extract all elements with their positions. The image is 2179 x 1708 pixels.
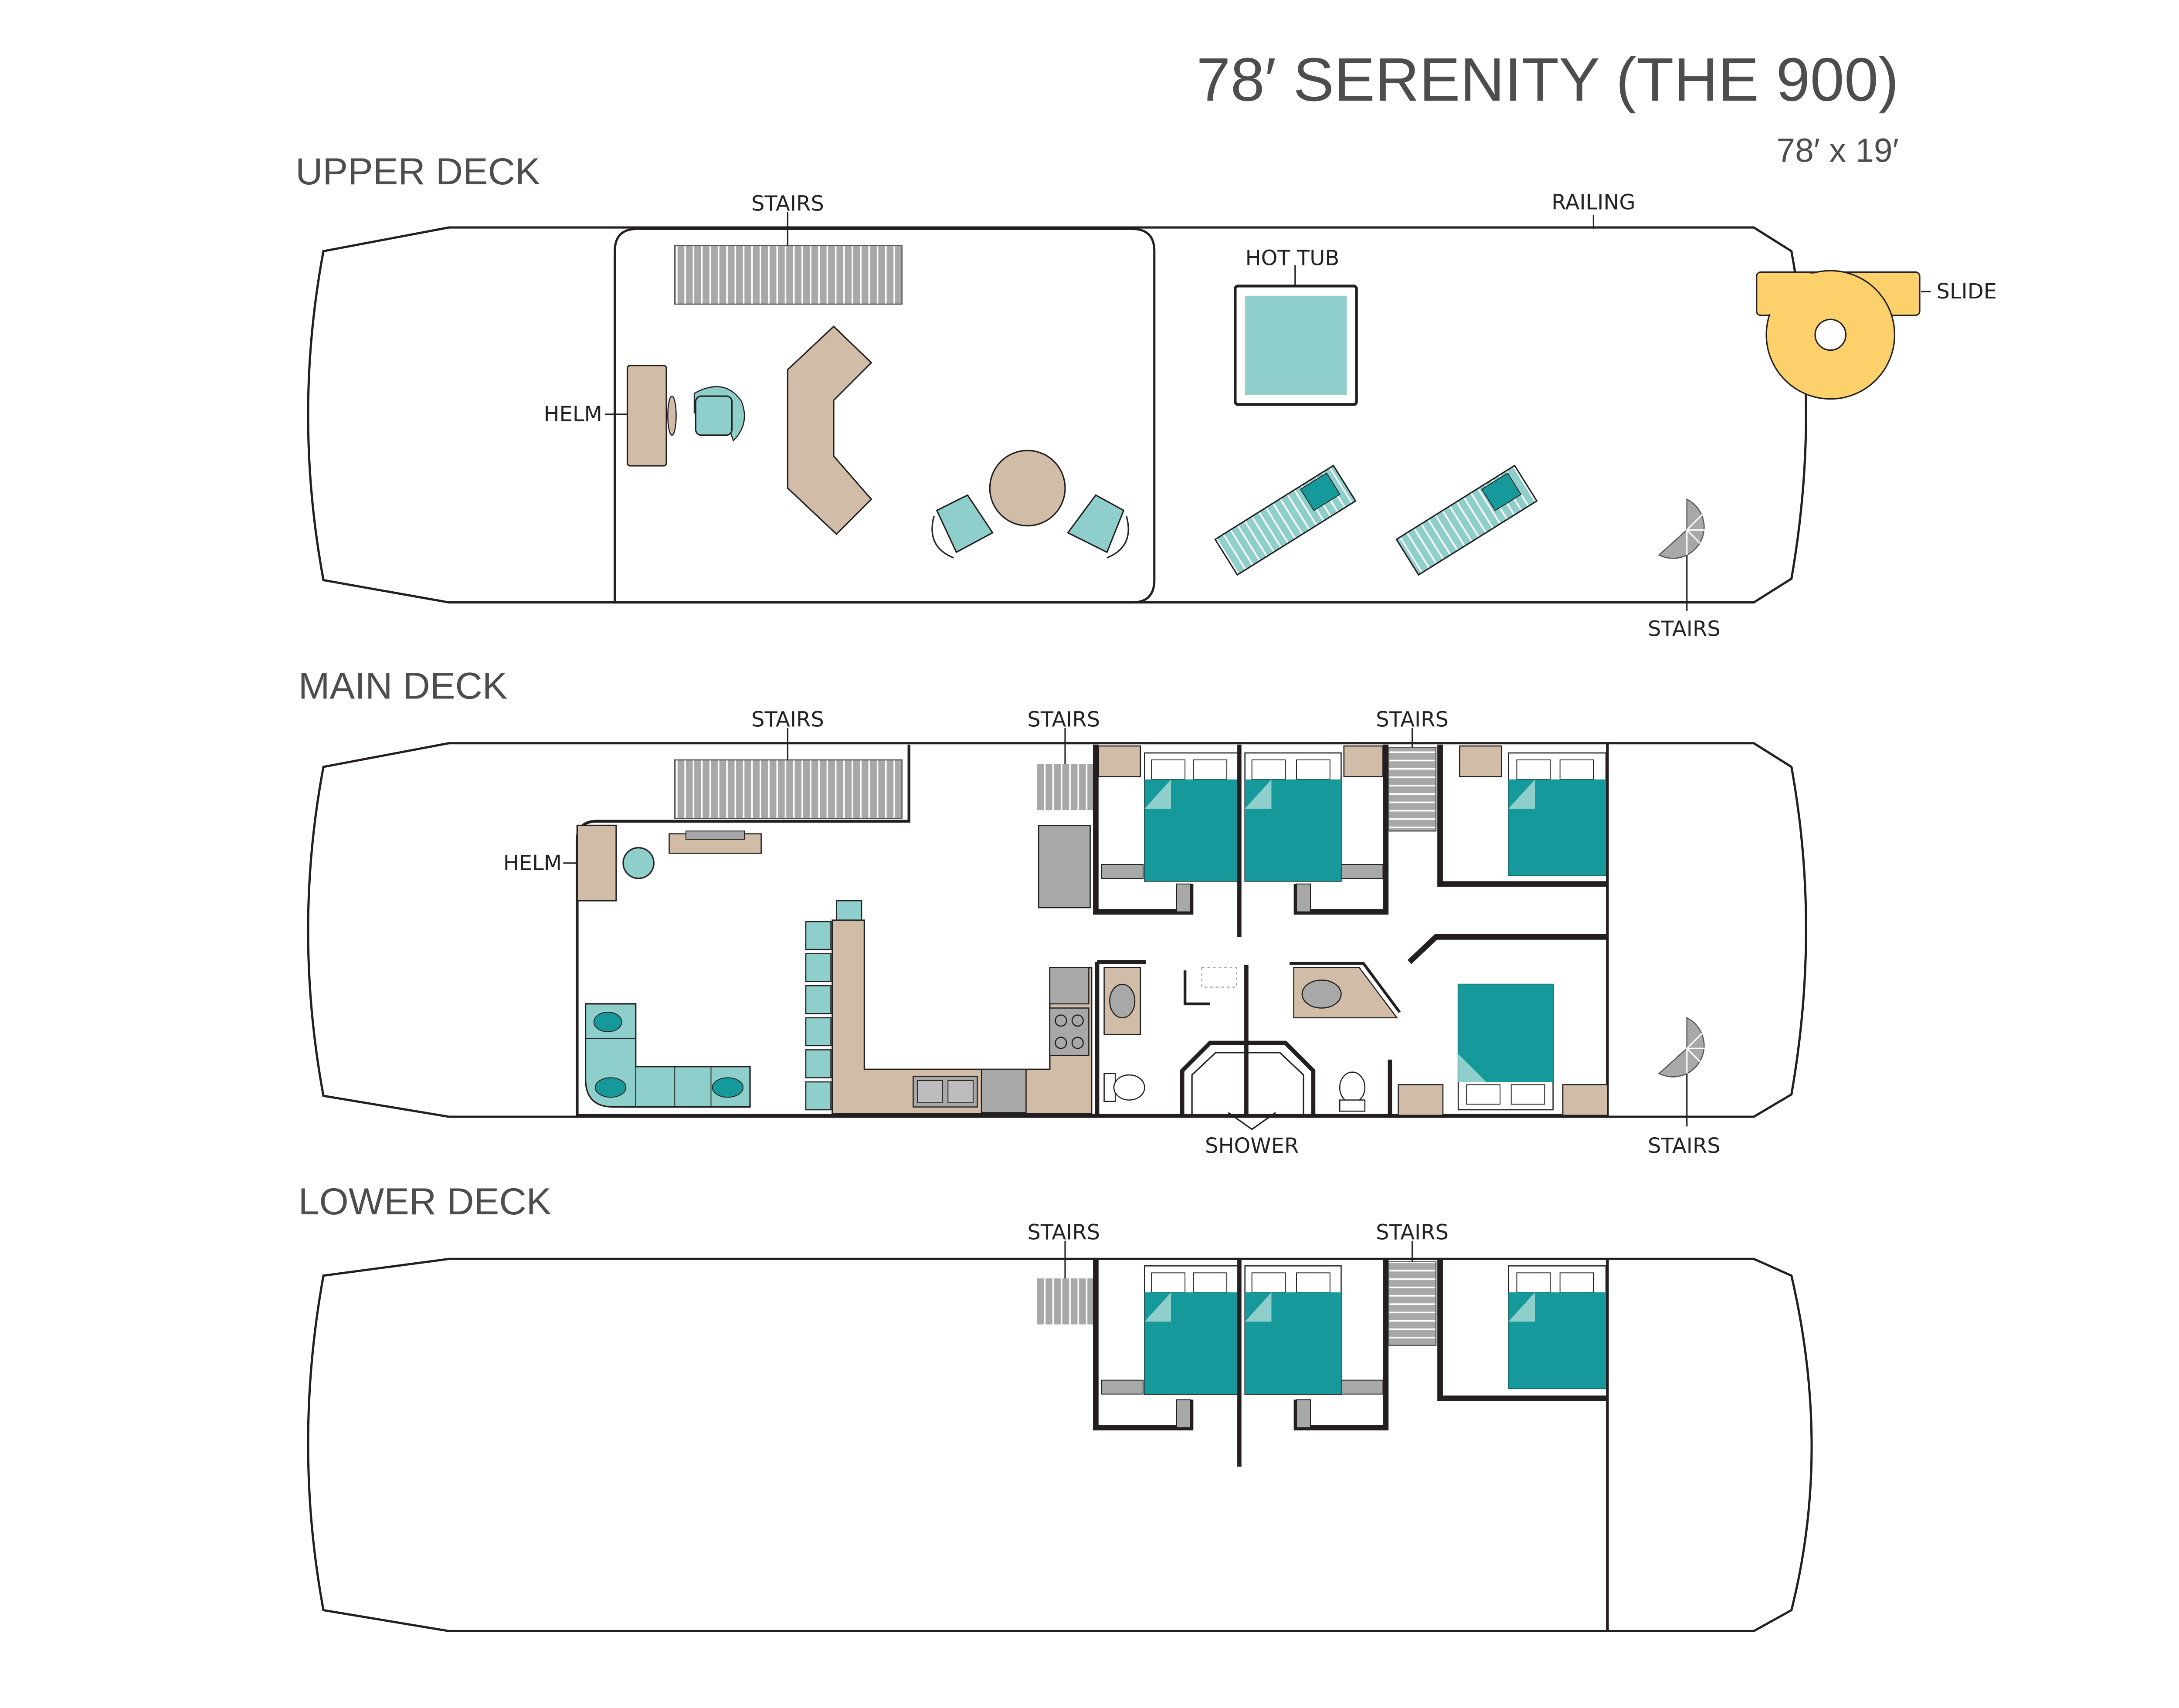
chair-icon (1066, 494, 1129, 559)
stairs-icon (675, 760, 902, 819)
lower-deck-hull (307, 1257, 1813, 1632)
main-deck-title: MAIN DECK (299, 665, 508, 707)
bedroom-1 (1093, 744, 1240, 915)
bar-counter (787, 325, 872, 535)
hot-tub-label: HOT TUB (1246, 246, 1340, 270)
stairs-icon (1037, 1278, 1093, 1325)
shower-label: SHOWER (1205, 1134, 1299, 1158)
spiral-stairs-icon (1658, 498, 1715, 559)
chair-icon (693, 386, 745, 442)
sink-icon (1109, 983, 1136, 1019)
sink-icon (913, 1075, 978, 1108)
bathroom-1 (1095, 960, 1146, 1117)
page-title: 78′ SERENITY (THE 900) (1196, 45, 1899, 114)
helm-label: HELM (543, 402, 602, 427)
stove-icon (1049, 1007, 1090, 1056)
spiral-stairs-icon (1658, 1017, 1715, 1078)
main-deck: MAIN DECK STAIRS HELM (299, 665, 1807, 1158)
stairs-icon (1388, 747, 1436, 831)
stairs-icon (1388, 1261, 1436, 1345)
slide-label: SLIDE (1936, 279, 1997, 304)
bedroom-6 (1244, 1259, 1389, 1430)
lower-deck-title: LOWER DECK (299, 1181, 552, 1223)
stairs-label: STAIRS (751, 192, 824, 216)
sectional-sofa (584, 1003, 751, 1108)
upper-deck-hull (307, 226, 1807, 604)
helm-label: HELM (503, 851, 562, 875)
stairs-label: STAIRS (1648, 617, 1721, 641)
bedroom-5 (1093, 1259, 1240, 1430)
stairs-icon (1037, 764, 1093, 810)
stairs-label: STAIRS (751, 707, 824, 732)
stairs-label: STAIRS (1376, 1220, 1449, 1245)
bedroom-4 (1398, 934, 1608, 1116)
upper-deck: UPPER DECK STAIRS RAILING HELM (295, 151, 1997, 641)
toilet-icon (1103, 1073, 1145, 1102)
toilet-icon (1339, 1071, 1366, 1112)
main-deck-hull (307, 742, 1807, 1118)
slide (1756, 270, 1921, 400)
bedroom-7 (1437, 1259, 1608, 1401)
bedroom-3 (1437, 744, 1608, 887)
round-table (989, 450, 1066, 527)
upper-deck-title: UPPER DECK (295, 151, 540, 193)
lounge-chair (1214, 464, 1357, 576)
lounge-chair (1395, 464, 1538, 576)
sink-icon (1301, 979, 1342, 1009)
helm-wheel-icon (667, 395, 677, 436)
bathroom-2 (1290, 962, 1401, 1117)
dishwasher (981, 1068, 1027, 1113)
fridge (1049, 967, 1090, 1005)
boat-dimensions: 78′ x 19′ (1776, 132, 1899, 169)
helm-console (576, 824, 617, 901)
helm-chair-icon (622, 847, 655, 879)
railing-label: RAILING (1551, 190, 1635, 214)
upper-deck-enclosure (614, 227, 1156, 604)
helm-console (626, 365, 667, 467)
stairs-icon (675, 245, 902, 305)
stairs-label: STAIRS (1376, 707, 1449, 732)
stairs-label: STAIRS (1648, 1134, 1721, 1158)
stairs-label: STAIRS (1027, 707, 1100, 732)
refrigerator (1038, 825, 1091, 908)
bedroom-2 (1244, 744, 1389, 915)
lower-deck: LOWER DECK STAIRS (299, 1181, 1813, 1632)
stairs-label: STAIRS (1027, 1220, 1100, 1245)
bar-stools (805, 900, 862, 1111)
shower (1180, 965, 1316, 1130)
chair-icon (931, 494, 994, 559)
